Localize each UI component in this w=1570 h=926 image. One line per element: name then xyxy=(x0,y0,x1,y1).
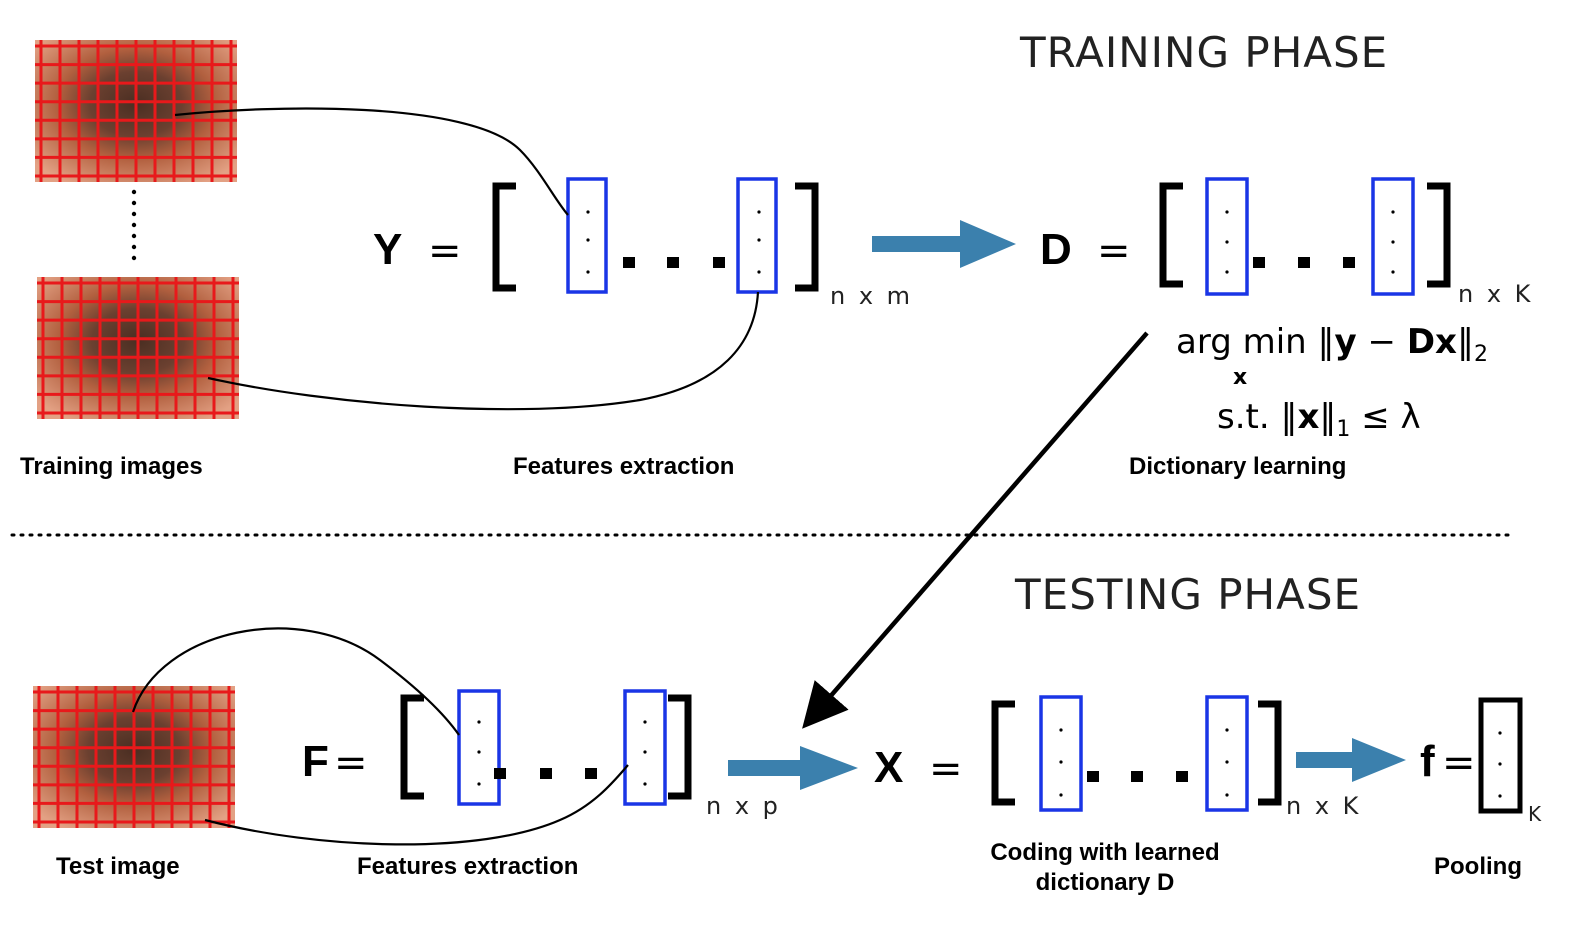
norm-close-2: ‖ xyxy=(1319,397,1337,437)
f-feature-vector-p xyxy=(623,689,667,806)
d-symbol: D xyxy=(1040,225,1072,274)
training-images-label: Training images xyxy=(20,453,203,480)
training-phase-title: TRAINING PHASE xyxy=(1020,28,1389,77)
training-image-2 xyxy=(37,277,239,419)
norm-close-1: ‖ xyxy=(1456,322,1474,362)
f-matrix-symbol: F xyxy=(302,737,329,786)
testing-features-label: Features extraction xyxy=(357,853,579,880)
ellipsis-vertical xyxy=(131,189,137,261)
x-code-1 xyxy=(1039,695,1083,812)
optimization-constraint: s.t. ‖x‖1 ≤ λ xyxy=(1217,397,1421,442)
f-pooled-symbol: f xyxy=(1420,737,1435,786)
x-vector-dots xyxy=(1059,728,1229,797)
optimization-objective: arg min ‖y − Dx‖2 xyxy=(1176,322,1488,367)
d-equals: = xyxy=(1097,228,1131,274)
test-image-label: Test image xyxy=(56,853,180,880)
argmin-text: arg min xyxy=(1176,322,1307,362)
objective-y: y xyxy=(1334,322,1357,362)
f-horizontal-ellipsis xyxy=(494,768,597,779)
x-equals: = xyxy=(929,746,963,792)
link-train1-to-y xyxy=(174,107,569,216)
st-text: s.t. xyxy=(1217,397,1270,437)
y-symbol: Y xyxy=(373,225,403,274)
f-equals: = xyxy=(334,740,368,786)
d-horizontal-ellipsis xyxy=(1253,257,1355,268)
d-left-bracket xyxy=(1159,182,1183,288)
y-dims: n x m xyxy=(830,282,914,310)
dictionary-learning-label: Dictionary learning xyxy=(1129,453,1347,480)
d-vector-dots xyxy=(1225,210,1395,274)
coding-label-line1: Coding with learned xyxy=(990,839,1220,866)
pooling-label: Pooling xyxy=(1434,853,1522,880)
f-right-bracket xyxy=(668,694,692,800)
x-right-bracket xyxy=(1258,700,1282,806)
argmin-variable: x xyxy=(1233,365,1248,390)
f-matrix xyxy=(400,694,692,800)
x-symbol: X xyxy=(874,743,904,792)
y-feature-vector-m xyxy=(736,177,778,294)
f-left-bracket xyxy=(400,694,424,800)
y-horizontal-ellipsis xyxy=(623,257,725,268)
testing-phase-title: TESTING PHASE xyxy=(1015,570,1362,619)
x-horizontal-ellipsis xyxy=(1087,771,1188,782)
x-dims: n x K xyxy=(1286,792,1362,820)
norm-index-1: 1 xyxy=(1336,417,1351,442)
norm-index-2: 2 xyxy=(1473,342,1488,367)
f-pooled-vector xyxy=(1478,697,1523,814)
y-feature-vector-1 xyxy=(566,177,608,294)
x-code-p xyxy=(1205,695,1249,812)
d-dims: n x K xyxy=(1458,280,1534,308)
constraint-x: x xyxy=(1297,397,1320,437)
link-test-to-f1 xyxy=(131,627,460,736)
arrow-d-to-coding xyxy=(802,331,1149,729)
norm-open-2: ‖ xyxy=(1280,397,1298,437)
constraint-relation: ≤ λ xyxy=(1350,397,1421,437)
arrow-y-to-d xyxy=(872,220,1016,268)
training-features-label: Features extraction xyxy=(513,453,735,480)
norm-open-1: ‖ xyxy=(1317,322,1335,362)
d-atom-K xyxy=(1371,177,1415,296)
f-dims: n x p xyxy=(706,792,781,820)
objective-minus: − xyxy=(1356,322,1407,362)
y-left-bracket xyxy=(492,182,516,292)
y-matrix xyxy=(492,182,819,292)
y-equals: = xyxy=(428,228,462,274)
f-pooled-dims: K xyxy=(1528,802,1545,826)
arrow-x-to-f xyxy=(1296,738,1406,782)
d-right-bracket xyxy=(1427,182,1451,288)
x-matrix xyxy=(991,700,1282,806)
d-matrix xyxy=(1159,182,1451,288)
link-test-to-fp xyxy=(204,764,629,846)
f-pooled-dots xyxy=(1498,731,1502,798)
arrow-f-to-x xyxy=(728,746,858,790)
link-train2-to-y xyxy=(207,291,760,411)
y-right-bracket xyxy=(795,182,819,292)
d-atom-1 xyxy=(1205,177,1249,296)
coding-label-line2: dictionary D xyxy=(1035,869,1175,896)
x-left-bracket xyxy=(991,700,1015,806)
y-vector-dots xyxy=(586,210,761,274)
objective-dx: Dx xyxy=(1406,322,1457,362)
f-feature-vector-1 xyxy=(457,689,501,806)
training-image-1 xyxy=(35,40,237,182)
f-pooled-equals: = xyxy=(1442,740,1476,786)
f-vector-dots xyxy=(477,720,647,786)
